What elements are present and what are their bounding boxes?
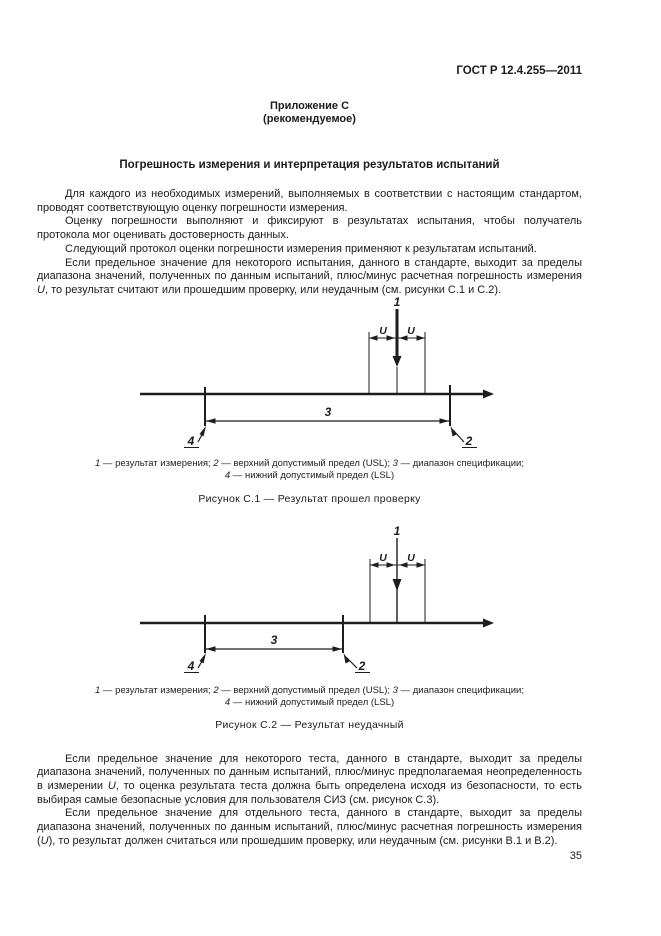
figure-c2-label-result: 1 [394,524,401,538]
figure-c1-label-result: 1 [394,295,401,309]
figure-c1-label-range: 3 [325,405,332,419]
legend-text: — нижний допустимый предел (LSL) [230,697,395,709]
paragraph-6-text: Если предельное значение для отдельного … [37,807,582,847]
figure-c2: 1 U U [37,523,582,673]
legend-text: — результат измерения; [100,457,214,469]
dim-arrow-icon [416,561,425,568]
dim-arrow-icon [332,645,342,652]
figure-c2-title: Рисунок С.2 — Результат неудачный [215,718,404,731]
closing-text-block: Если предельное значение для некоторого … [37,753,582,849]
axis-arrowhead-icon [483,618,494,628]
annex-heading: Приложение С (рекомендуемое) [37,100,582,126]
figure-c2-label-usl: 2 [358,659,366,673]
paragraph-5: Если предельное значение для некоторого … [37,753,582,808]
figure-c1-label-usl: 2 [465,434,473,448]
legend-text: — верхний допустимый предел (USL); [218,457,393,469]
uncertainty-symbol: U [40,834,49,847]
usl-leader-line [452,429,465,443]
legend-number: 1 [95,684,101,696]
dim-arrow-icon [206,645,216,652]
intro-text-block: Для каждого из необходимых измерений, вы… [37,188,582,298]
legend-text: — нижний допустимый предел (LSL) [230,470,395,482]
uncertainty-symbol: U [107,780,116,793]
legend-number: 4 [224,697,231,709]
figure-c1-label-u-right: U [407,325,415,337]
figure-c2-label-range: 3 [271,633,278,647]
legend-number: 1 [95,457,101,469]
legend-text: — диапазон спецификации; [397,684,524,696]
dim-arrow-icon [386,334,395,341]
dim-arrow-icon [370,561,379,568]
legend-number: 3 [392,684,398,696]
legend-number: 2 [213,457,219,469]
uncertainty-symbol: U [37,283,45,296]
paragraph-6: Если предельное значение для отдельного … [37,807,582,848]
leader-arrowhead-icon [199,425,206,437]
paragraph-4-text: , то результат считают или прошедшим про… [44,283,502,296]
appendix-title: Погрешность измерения и интерпретация ре… [119,159,500,171]
dim-arrow-icon [439,417,449,424]
legend-text: — верхний допустимый предел (USL); [218,684,393,696]
leader-arrowhead-icon [450,425,457,437]
leader-arrowhead-icon [343,652,350,664]
legend-number: 4 [224,470,231,482]
figure-c2-diagram: 1 U U [140,524,494,673]
dim-arrow-icon [206,417,216,424]
usl-leader-line [345,656,358,669]
figure-c1-legend: 1 — результат измерения; 2 — верхний доп… [37,458,582,483]
legend-line: 4 — нижний допустимый предел (LSL) [37,470,582,483]
legend-number: 3 [392,457,398,469]
legend-text: — результат измерения; [100,684,214,696]
figure-c2-label-lsl: 4 [187,659,195,673]
dim-arrow-icon [399,334,408,341]
gost-standard-number: ГОСТ Р 12.4.255—2011 [456,65,582,77]
paragraph-4: Если предельное значение для некоторого … [37,257,582,298]
measurement-arrowhead-icon [392,578,402,591]
figure-c2-label-u-left: U [379,552,387,564]
legend-number: 2 [213,684,219,696]
paragraph-1: Для каждого из необходимых измерений, вы… [37,188,582,214]
axis-arrowhead-icon [483,389,494,399]
paragraph-5-text: Если предельное значение для некоторого … [37,752,582,793]
paragraph-4-text: Если предельное значение для некоторого … [37,256,582,283]
figure-c1-label-u-left: U [379,325,387,337]
dim-arrow-icon [369,334,378,341]
figure-c1-label-lsl: 4 [187,434,195,448]
paragraph-2: Оценку погрешности выполняют и фиксируют… [37,215,582,242]
legend-text: — диапазон спецификации; [397,457,524,469]
page-number: 35 [569,850,582,862]
paragraph-3: Следующий протокол оценки погрешности из… [65,242,537,255]
figure-c2-label-u-right: U [407,552,415,564]
figure-c1-title: Рисунок С.1 — Результат прошел проверку [198,492,421,505]
figure-c2-legend: 1 — результат измерения; 2 — верхний доп… [37,685,582,710]
paragraph-6-text: ), то результат должен считаться или про… [48,834,558,847]
figure-c1-diagram: 1 U U [140,295,494,448]
legend-line: 1 — результат измерения; 2 — верхний доп… [37,685,582,698]
leader-arrowhead-icon [199,652,206,664]
annex-label: Приложение С [269,100,350,112]
legend-line: 4 — нижний допустимый предел (LSL) [37,697,582,710]
legend-line: 1 — результат измерения; 2 — верхний доп… [37,458,582,471]
annex-kind: (рекомендуемое) [263,113,356,125]
dim-arrow-icon [399,561,408,568]
page-content: ГОСТ Р 12.4.255—2011 Приложение С (реком… [37,0,582,849]
paragraph-5-text: , то оценка результата теста должна быть… [37,780,582,806]
dim-arrow-icon [386,561,395,568]
dim-arrow-icon [416,334,425,341]
measurement-arrowhead-icon [392,355,402,367]
figure-c1: 1 U U [37,294,582,450]
